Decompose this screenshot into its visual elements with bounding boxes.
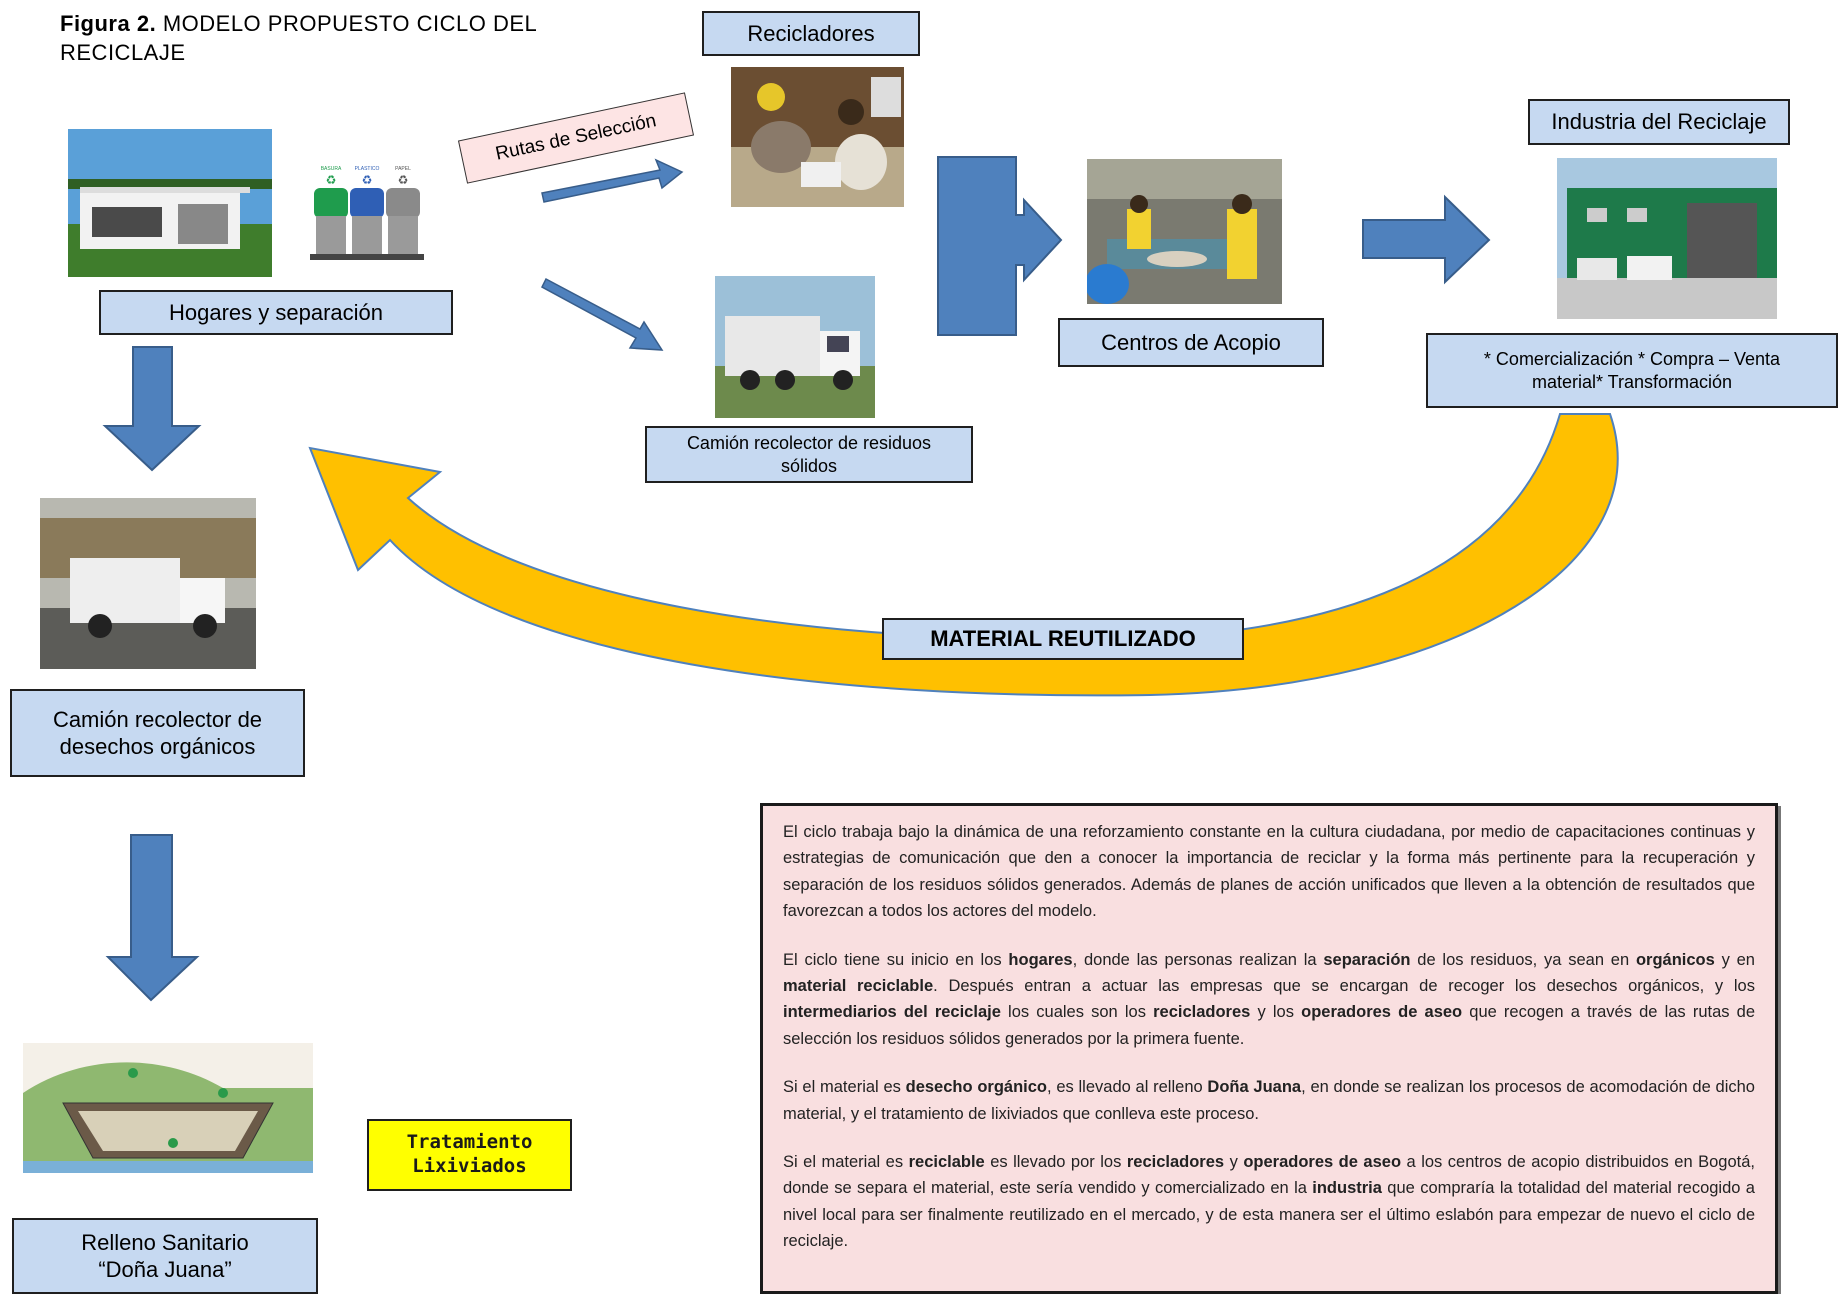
description-paragraph-4: Si el material es reciclable es llevado …: [783, 1152, 1755, 1251]
recicladores-label: Recicladores: [702, 11, 920, 56]
relleno-label: Relleno Sanitario “Doña Juana”: [12, 1218, 318, 1294]
description-panel: El ciclo trabaja bajo la dinámica de una…: [760, 803, 1778, 1294]
recycle-icon: ♻: [326, 173, 337, 187]
figure-title-text: MODELO PROPUESTO CICLO DEL RECICLAJE: [60, 11, 537, 65]
treatment-line-2: Lixiviados: [412, 1155, 527, 1177]
solid-waste-truck-photo: [715, 276, 875, 418]
house-photo: [68, 129, 272, 277]
treatment-line-1: Tratamiento: [406, 1131, 533, 1154]
collection-center-photo: [1087, 159, 1282, 304]
recyclers-photo: [731, 67, 904, 207]
arrow-to-industria: [1362, 194, 1491, 285]
arrow-to-camion-solidos: [541, 277, 664, 351]
merge-arrow-to-centros: [937, 156, 1063, 336]
arrow-to-recicladores: [541, 158, 684, 203]
description-paragraph-3: Si el material es desecho orgánico, es l…: [783, 1078, 1755, 1123]
cycle-arrow: [308, 413, 1619, 697]
arrow-down-relleno: [105, 834, 200, 1002]
description-paragraph-1: El ciclo trabaja bajo la dinámica de una…: [783, 823, 1755, 921]
landfill-illustration: [23, 1043, 313, 1173]
figure-label: Figura 2.: [60, 11, 157, 36]
relleno-quote: “Doña Juana”: [98, 1257, 232, 1282]
industry-photo: [1557, 158, 1777, 319]
figure-title: Figura 2. MODELO PROPUESTO CICLO DEL REC…: [60, 10, 620, 67]
centros-label: Centros de Acopio: [1058, 318, 1324, 367]
tratamiento-lixiviados-label: Tratamiento Lixiviados: [367, 1119, 572, 1191]
industria-description: * Comercialización * Compra – Venta mate…: [1426, 333, 1838, 408]
organic-truck-photo: [40, 498, 256, 669]
hogares-label: Hogares y separación: [99, 290, 453, 335]
camion-solidos-label: Camión recolector de residuos sólidos: [645, 426, 973, 483]
recycling-bins-photo: BASURA PLASTICO PAPEL ♻ ♻ ♻: [308, 158, 426, 266]
industria-label: Industria del Reciclaje: [1528, 99, 1790, 145]
camion-organicos-label: Camión recolector de desechos orgánicos: [10, 689, 305, 777]
material-reutilizado-label: MATERIAL REUTILIZADO: [882, 618, 1244, 660]
recycle-icon: ♻: [398, 173, 409, 187]
bin-label: BASURA: [321, 166, 342, 172]
bin-label: PAPEL: [395, 166, 411, 172]
relleno-name: Relleno Sanitario: [81, 1229, 249, 1255]
arrow-down-organicos: [102, 346, 202, 472]
bin-label: PLASTICO: [355, 166, 380, 172]
recycle-icon: ♻: [362, 173, 373, 187]
description-paragraph-2: El ciclo tiene su inicio en los hogares,…: [783, 950, 1756, 1048]
